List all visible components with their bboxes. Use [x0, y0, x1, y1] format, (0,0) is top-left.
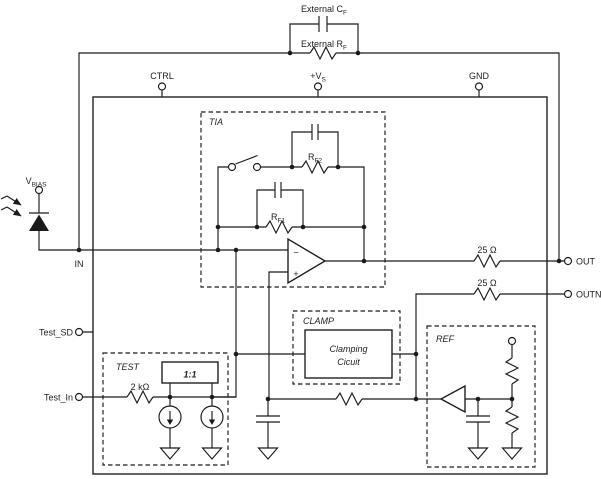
clamp-block-outline: [292, 310, 401, 385]
light-arrow-icon: [6, 195, 22, 206]
junction-dots: [76, 50, 562, 402]
rf2-label: RF2: [308, 152, 322, 165]
gnd-terminal: [474, 82, 484, 91]
outn-terminal: [563, 289, 573, 299]
ctrl-terminal: [157, 82, 167, 91]
tia-block-title: TIA: [209, 117, 223, 127]
ref-buffer-symbol: [439, 384, 466, 414]
ref-block-title: REF: [436, 334, 455, 344]
feedback-switch-icon: [227, 154, 262, 172]
vs-terminal: [313, 82, 323, 91]
out-terminal: [563, 256, 573, 266]
light-arrow-icon: [6, 206, 22, 217]
in-pin-label: IN: [75, 259, 84, 269]
ctrl-pin-label: CTRL: [150, 71, 174, 81]
test-resistor-label: 2 kΩ: [131, 382, 150, 392]
out-series-resistor-label: 25 Ω: [477, 245, 497, 255]
opamp-symbol: − +: [287, 237, 327, 285]
chip-boundary-box: [92, 96, 548, 475]
opamp-minus-label: −: [293, 248, 298, 258]
current-source-icon: [200, 405, 224, 429]
clamp-block-title: CLAMP: [303, 316, 334, 326]
rf1-label: RF1: [271, 212, 285, 225]
ground-icon: [159, 447, 523, 460]
vbias-terminal: [34, 185, 44, 195]
current-source-icon: [158, 405, 182, 429]
vbias-pin-label: VBIAS: [26, 176, 47, 189]
outn-pin-label: OUTN: [576, 290, 601, 300]
out-pin-label: OUT: [576, 257, 596, 267]
clamping-circuit-label-line2: Cicuit: [337, 357, 360, 367]
photodiode-icon: [0, 195, 49, 231]
test-in-pin-label: Test_In: [44, 393, 73, 403]
vs-pin-label: +VS: [310, 71, 326, 84]
test-block-title: TEST: [116, 362, 141, 372]
clamping-circuit-label-line1: Clamping: [329, 344, 367, 354]
ref-block-outline: [426, 325, 536, 468]
gnd-pin-label: GND: [469, 71, 490, 81]
external-cf-label: External CF: [301, 4, 347, 17]
ratio-box: [161, 361, 219, 384]
test-sd-terminal: [74, 327, 84, 337]
tia-block-outline: [200, 111, 386, 288]
ratio-label: 1:1: [183, 370, 196, 380]
clamping-circuit-box: [304, 329, 393, 379]
opamp-plus-label: +: [293, 269, 298, 279]
test-sd-pin-label: Test_SD: [39, 328, 74, 338]
test-in-terminal: [74, 392, 84, 402]
outn-series-resistor-label: 25 Ω: [477, 278, 497, 288]
wires: [29, 16, 565, 448]
ref-bias-terminal: [507, 336, 517, 346]
test-block-outline: [102, 352, 229, 466]
external-rf-label: External RF: [301, 39, 347, 52]
